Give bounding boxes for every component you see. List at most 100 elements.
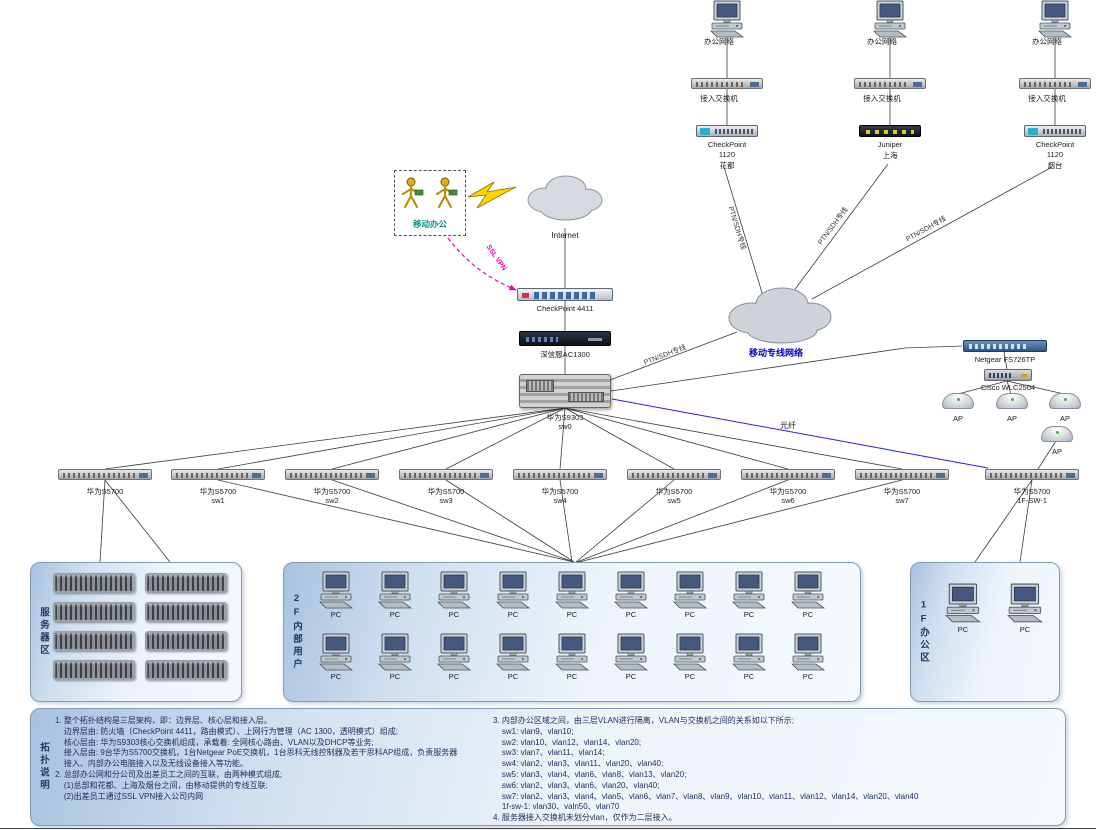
switch-model-label: 华为S5700 — [313, 487, 351, 496]
switch-name-label: sw1 — [211, 496, 225, 505]
page-border-bottom — [0, 828, 1096, 829]
note-line: 核心层由: 华为S9303核心交换机组成，承载着: 全网核心路由、VLAN以及D… — [55, 737, 374, 747]
access-switch-label: 接入交换机 — [700, 94, 738, 103]
access-switch-label: 接入交换机 — [1028, 94, 1066, 103]
link-lines — [99, 33, 1065, 563]
desktop-pc-icon — [672, 571, 708, 614]
server-device — [145, 660, 227, 680]
office-1f-zone-title: 1F办公区 — [918, 599, 929, 665]
access-layer-switch — [171, 469, 265, 480]
server-device — [53, 660, 135, 680]
switch-name-label: sw2 — [325, 496, 339, 505]
pc-label: PC — [448, 672, 460, 681]
note-line: sw7: vlan2、vlan3、vlan4、vlan5、vlan6、vlan7… — [493, 791, 919, 801]
juniper-device — [859, 125, 921, 137]
server-device — [145, 602, 227, 622]
pc-label: PC — [1019, 625, 1031, 634]
office-network-label: 办公网络 — [867, 37, 897, 46]
internet-label: Internet — [551, 231, 579, 240]
wireless-controller-label: Cisco WLC2504 — [980, 383, 1036, 392]
server-zone: 服务器区 — [30, 562, 242, 702]
switch-model-label: 华为S5700 — [655, 487, 693, 496]
switch-model-label: 华为S5700 — [427, 487, 465, 496]
pc-label: PC — [566, 672, 578, 681]
switch-name-label: sw7 — [895, 496, 909, 505]
desktop-pc-icon — [731, 571, 767, 614]
notes-left-column: 1. 整个拓扑结构是三层架构，即：边界层、核心层和接入层。 边界层由: 防火墙（… — [55, 716, 487, 802]
note-line: (1)总部和花都、上海及烟台之间，由移动提供的专线互联; — [55, 780, 268, 790]
note-line: 接入层由: 9台华为S5700交换机，1台Netgear PoE交换机，1台思科… — [55, 748, 458, 758]
note-line: sw5: vlan3、vlan4、vlan6、vlan8、vlan13、vlan… — [493, 769, 687, 779]
pc-label: PC — [448, 610, 460, 619]
note-line: 接入、内部办公电脑接入以及无线设备接入等功能。 — [55, 759, 248, 769]
site-device-label: Juniper — [877, 140, 903, 149]
access-layer-switch — [285, 469, 379, 480]
note-line: 边界层由: 防火墙（CheckPoint 4411，路由模式）、上网行为管理（A… — [55, 726, 399, 736]
ssl-vpn-line — [447, 237, 517, 291]
switch-name-label: sw4 — [553, 496, 567, 505]
site-device-label: CheckPoint — [707, 140, 747, 149]
desktop-pc-icon — [944, 583, 982, 628]
access-layer-switch — [741, 469, 835, 480]
access-layer-switch — [627, 469, 721, 480]
server-device — [53, 602, 135, 622]
note-line: 2. 总部办公网和分公司及出差员工之间的互联，由两种模式组成; — [55, 769, 283, 779]
access-switch-device — [1019, 78, 1091, 89]
pc-label: PC — [389, 610, 401, 619]
core-switch-name-label: sw0 — [558, 422, 572, 431]
desktop-pc-icon — [554, 633, 590, 676]
mobile-office-box: 移动办公 — [394, 170, 466, 236]
pc-label: PC — [507, 672, 519, 681]
pc-label: PC — [389, 672, 401, 681]
switch-model-label: 华为S5700 — [86, 487, 124, 496]
poe-switch-label: Netgear FS726TP — [974, 355, 1036, 364]
note-line: (2)出差员工通过SSL VPN接入公司内网 — [55, 791, 204, 801]
desktop-pc-icon — [872, 0, 908, 43]
desktop-pc-icon — [709, 0, 745, 43]
wireless-controller-device — [984, 369, 1032, 381]
site-device-label: 上海 — [882, 151, 898, 160]
desktop-pc-icon — [436, 571, 472, 614]
server-device — [53, 573, 135, 593]
mobile-worker-icon — [401, 177, 424, 209]
lightning-icon — [467, 181, 517, 209]
site-device-label: CheckPoint — [1035, 140, 1075, 149]
desktop-pc-icon — [790, 633, 826, 676]
core-switch-device — [519, 374, 611, 408]
site-device-label: 烟台 — [1047, 161, 1063, 170]
users-2f-zone-title: 2F内部用户 — [291, 593, 302, 671]
fiber-line — [611, 398, 989, 469]
switch-model-label: 华为S5700 — [1013, 487, 1051, 496]
wan-cloud-label: 移动专线网络 — [748, 348, 803, 358]
access-point-device — [1049, 393, 1081, 409]
access-point-device — [942, 393, 974, 409]
wan-cloud-icon — [728, 287, 832, 344]
checkpoint-1120-device — [696, 125, 758, 137]
access-layer-switch — [58, 469, 152, 480]
switch-name-label: sw6 — [781, 496, 795, 505]
desktop-pc-icon — [436, 633, 472, 676]
switch-name-label: sw3 — [439, 496, 453, 505]
switch-model-label: 华为S5700 — [769, 487, 807, 496]
desktop-pc-icon — [613, 633, 649, 676]
pc-label: PC — [743, 672, 755, 681]
note-line: sw6: vlan2、vlan3、vlan6、vlan20、vlan40; — [493, 780, 660, 790]
switch-name-label: 1F-SW-1 — [1017, 496, 1047, 505]
ap-label: AP — [1051, 447, 1062, 456]
pc-label: PC — [684, 610, 696, 619]
access-point-device — [1041, 426, 1073, 442]
pc-label: PC — [625, 610, 637, 619]
desktop-pc-icon — [377, 633, 413, 676]
mobile-office-label: 移动办公 — [412, 219, 447, 229]
server-device — [145, 573, 227, 593]
note-line: sw2: vlan10、vlan12、vlan14、vlan20; — [493, 737, 642, 747]
ap-label: AP — [1006, 414, 1017, 423]
access-point-device — [996, 393, 1028, 409]
access-layer-switch — [985, 469, 1079, 480]
access-layer-switch — [513, 469, 607, 480]
notes-panel-title: 拓扑说明 — [38, 742, 49, 792]
desktop-pc-icon — [672, 633, 708, 676]
